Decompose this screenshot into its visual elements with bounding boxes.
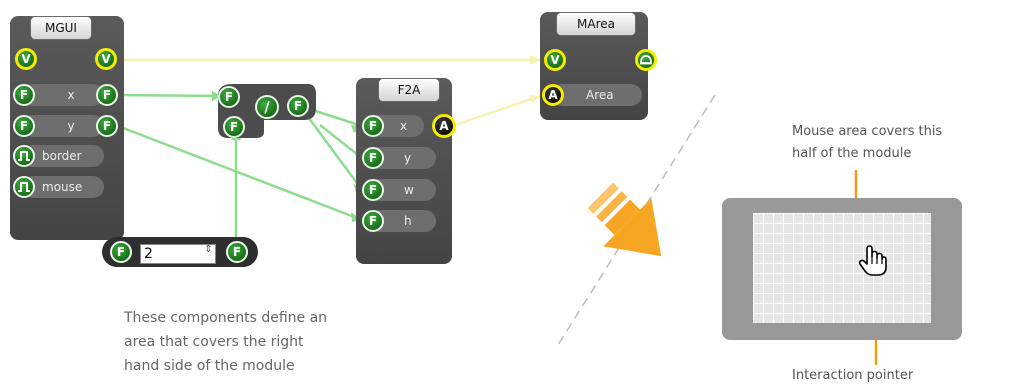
mgui-output-x-connector[interactable]: F bbox=[96, 84, 118, 106]
pointer-caption: Interaction pointer bbox=[792, 368, 914, 383]
f2a-output-area-connector[interactable]: A bbox=[432, 114, 456, 138]
mgui-output-y-connector[interactable]: F bbox=[96, 115, 118, 137]
f2a-input-x-connector[interactable]: F bbox=[362, 115, 384, 137]
mgui-input-x-connector[interactable]: F bbox=[13, 84, 35, 106]
divide-input-b-connector[interactable]: F bbox=[223, 116, 245, 138]
mgui-border-label: border bbox=[42, 149, 82, 163]
mgui-input-v-connector[interactable]: V bbox=[15, 48, 37, 70]
pulse-icon bbox=[18, 151, 30, 161]
wire-arrowhead bbox=[530, 55, 540, 65]
mgui-x-pill: x bbox=[22, 84, 104, 106]
dome-icon bbox=[640, 55, 652, 65]
wire-arrowhead bbox=[212, 91, 222, 101]
constant-input-connector[interactable]: F bbox=[110, 241, 132, 263]
divide-output-connector[interactable]: F bbox=[287, 95, 309, 117]
f2a-module[interactable] bbox=[356, 78, 452, 264]
f2a-h-pill: h bbox=[368, 210, 436, 232]
f2a-input-w-connector[interactable]: F bbox=[362, 179, 384, 201]
mgui-mouse-connector[interactable] bbox=[13, 176, 35, 198]
marea-title: MArea bbox=[556, 12, 636, 36]
f2a-w-label: w bbox=[404, 183, 414, 197]
mgui-border-connector[interactable] bbox=[13, 145, 35, 167]
constant-spinner[interactable]: ⇕ bbox=[204, 244, 213, 255]
marea-output-connector[interactable] bbox=[635, 49, 657, 71]
mgui-y-label: y bbox=[67, 119, 75, 133]
constant-value-field[interactable]: 2 bbox=[140, 244, 216, 264]
mgui-mouse-pill: mouse bbox=[22, 176, 104, 198]
f2a-input-h-connector[interactable]: F bbox=[362, 210, 384, 232]
wire-y-to-f2a-h bbox=[117, 124, 363, 222]
components-caption: These components define an area that cov… bbox=[124, 306, 327, 378]
wire-arrowhead bbox=[529, 95, 540, 103]
marea-area-label: Area bbox=[586, 88, 614, 102]
marea-input-area-connector[interactable]: A bbox=[542, 84, 564, 106]
big-arrow-icon bbox=[587, 182, 662, 257]
marea-input-v-connector[interactable]: V bbox=[544, 49, 566, 71]
mgui-output-v-connector[interactable]: V bbox=[95, 48, 117, 70]
f2a-input-y-connector[interactable]: F bbox=[362, 147, 384, 169]
dashed-separator bbox=[557, 94, 716, 346]
f2a-w-pill: w bbox=[368, 179, 436, 201]
marea-area-pill: Area bbox=[552, 84, 642, 106]
f2a-x-label: x bbox=[400, 119, 408, 133]
f2a-h-label: h bbox=[404, 214, 412, 228]
mouse-area-caption-line-1: Mouse area covers this bbox=[792, 124, 943, 139]
hand-pointer-icon bbox=[858, 245, 887, 276]
wire-divide-to-f2a-w bbox=[298, 105, 364, 191]
f2a-y-pill: y bbox=[368, 147, 436, 169]
components-caption-line-1: These components define an bbox=[124, 310, 328, 326]
wire-a-f2a-to-marea bbox=[451, 94, 541, 128]
mouse-area-grid bbox=[753, 213, 931, 323]
divide-input-a-connector[interactable]: F bbox=[218, 86, 240, 108]
f2a-y-label: y bbox=[404, 151, 412, 165]
mgui-input-y-connector[interactable]: F bbox=[13, 115, 35, 137]
mouse-area-caption-line-2: half of the module bbox=[792, 146, 912, 161]
divide-operator[interactable]: / bbox=[255, 95, 279, 119]
pulse-icon bbox=[18, 182, 30, 192]
mgui-border-pill: border bbox=[22, 145, 104, 167]
mgui-y-pill: y bbox=[22, 115, 104, 137]
mouse-area-caption: Mouse area covers this half of the modul… bbox=[792, 121, 942, 165]
mgui-mouse-label: mouse bbox=[42, 180, 83, 194]
wire-w-to-y bbox=[319, 124, 363, 159]
f2a-title: F2A bbox=[378, 78, 440, 102]
mgui-title: MGUI bbox=[30, 16, 92, 40]
constant-output-connector[interactable]: F bbox=[226, 241, 248, 263]
components-caption-line-2: area that covers the right bbox=[124, 334, 304, 350]
mgui-x-label: x bbox=[67, 88, 75, 102]
components-caption-line-3: hand side of the module bbox=[124, 358, 295, 374]
wire-x-to-divide bbox=[117, 93, 223, 98]
